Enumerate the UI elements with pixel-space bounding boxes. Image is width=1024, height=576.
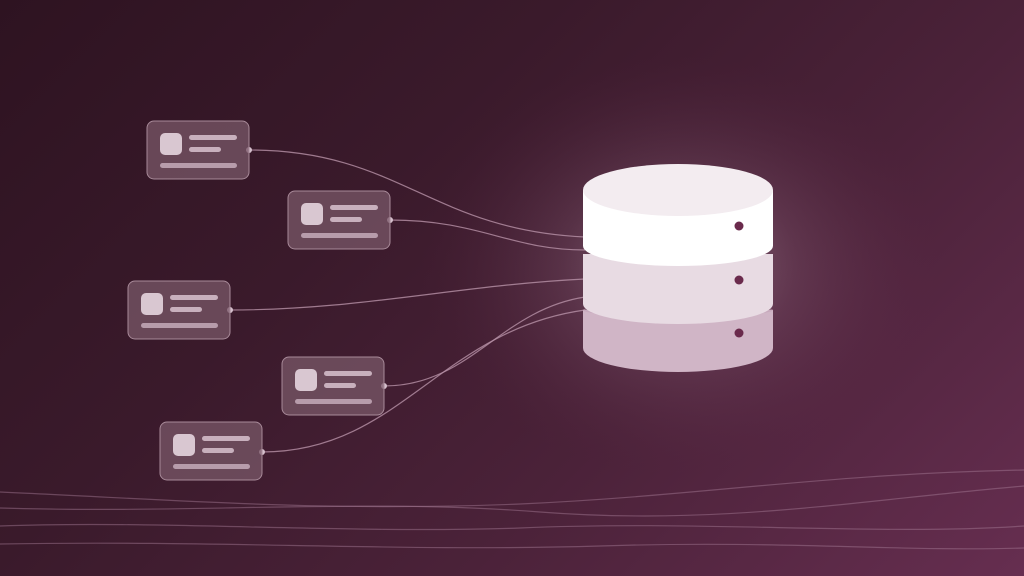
database-layer-2 — [583, 254, 773, 324]
connector-5 — [261, 309, 586, 453]
connector-lines — [229, 149, 586, 453]
database-indicator-dot — [734, 328, 744, 338]
record-card-5 — [159, 421, 263, 481]
connector-3 — [229, 278, 586, 311]
connector-2 — [389, 219, 586, 251]
record-card-2 — [287, 190, 391, 250]
database-indicator-dot — [734, 221, 744, 231]
database-layer-3 — [583, 310, 773, 372]
background-wave-lines — [0, 469, 1024, 550]
card-avatar-icon — [295, 369, 317, 391]
card-avatar-icon — [141, 293, 163, 315]
connector-4 — [383, 296, 586, 387]
record-card-4 — [281, 356, 385, 416]
database-indicator-dot — [734, 275, 744, 285]
database-icon — [583, 164, 773, 372]
card-avatar-icon — [173, 434, 195, 456]
card-avatar-icon — [160, 133, 182, 155]
record-card-3 — [127, 280, 231, 340]
record-card-1 — [146, 120, 250, 180]
card-avatar-icon — [301, 203, 323, 225]
database-top-disk — [583, 164, 773, 216]
connector-1 — [248, 149, 586, 238]
